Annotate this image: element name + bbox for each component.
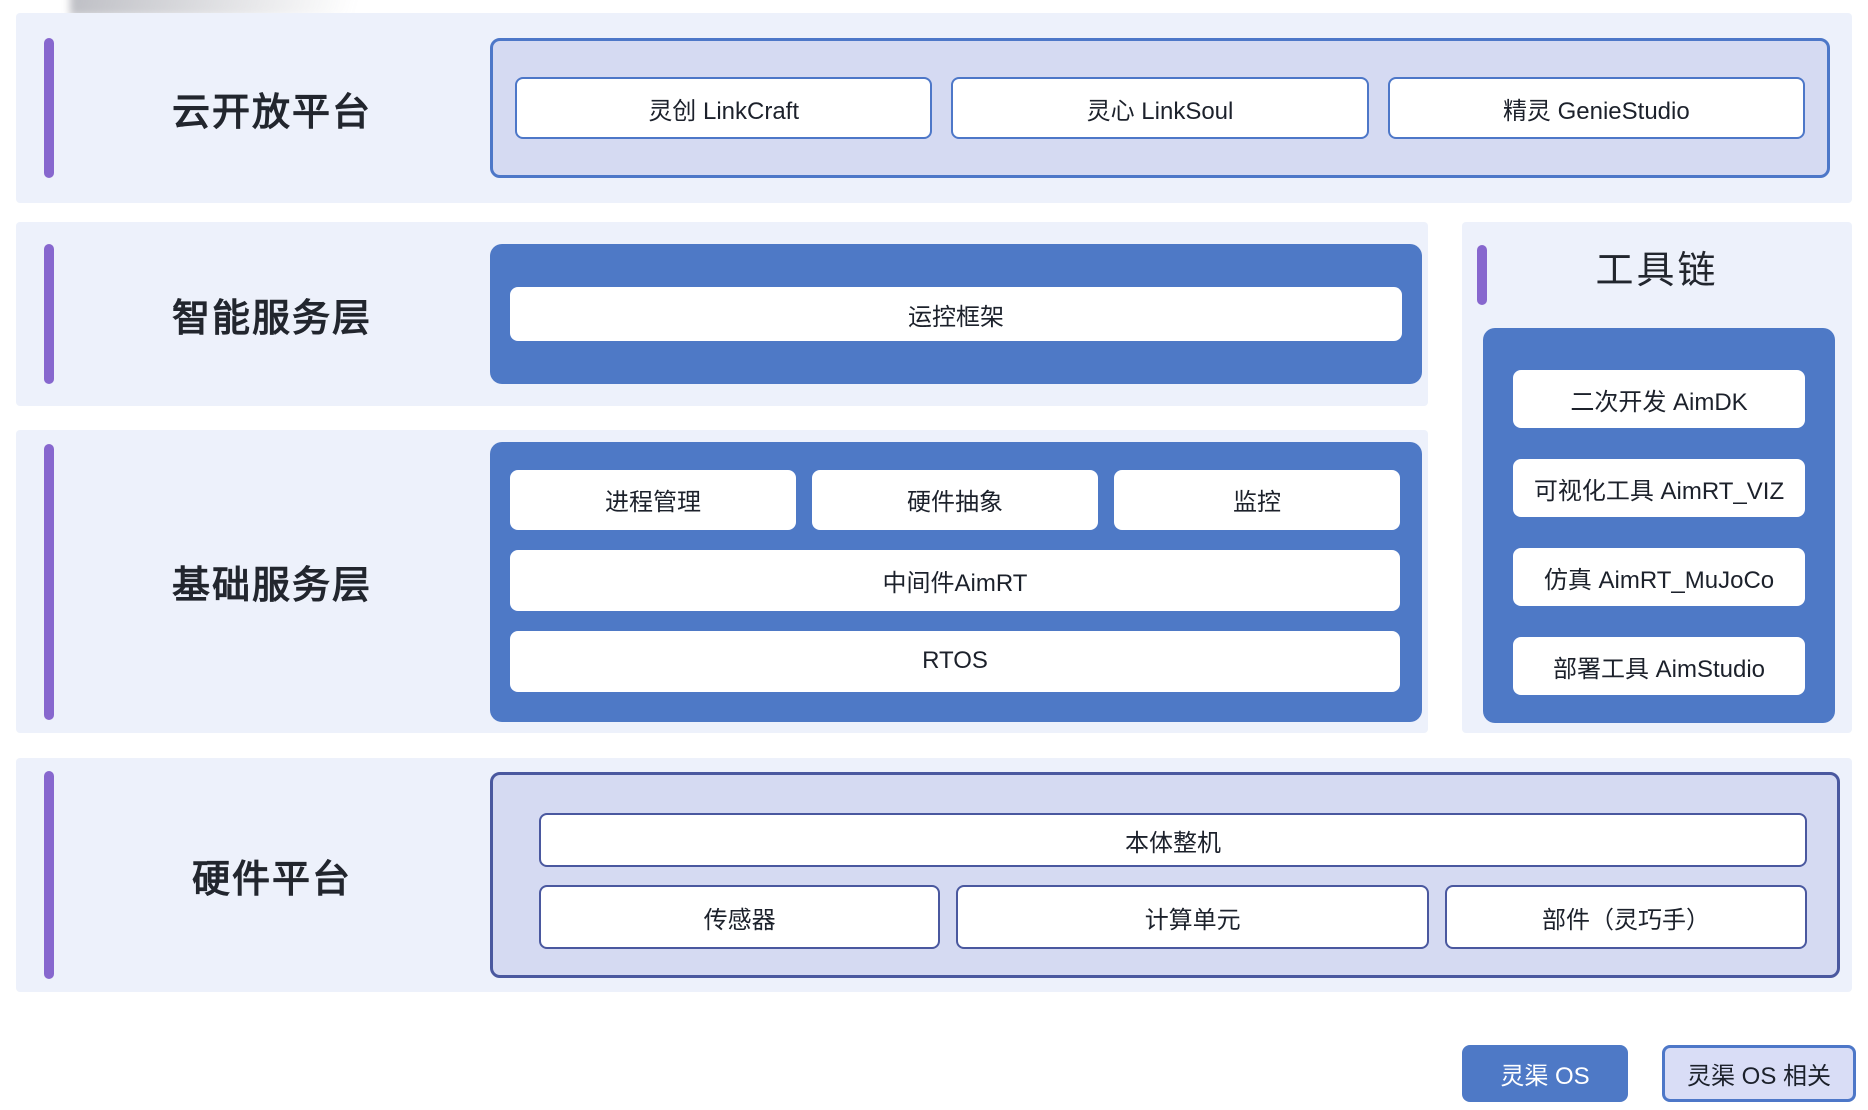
- diagram-box-aimrt-mujoco: 仿真 AimRT_MuJoCo: [1513, 548, 1805, 606]
- diagram-box-compute-unit: 计算单元: [956, 885, 1430, 949]
- basic-panel-top-row: 进程管理 硬件抽象 监控: [510, 469, 1400, 530]
- diagram-box-monitoring: 监控: [1114, 469, 1400, 530]
- section-title-intelligent: 智能服务层: [171, 297, 372, 340]
- diagram-box-linksoul: 灵心 LinkSoul: [951, 77, 1369, 139]
- section-toolchain: 工具链 二次开发 AimDK 可视化工具 AimRT_VIZ 仿真 AimRT_…: [1462, 222, 1852, 733]
- diagram-box-geniestudio: 精灵 GenieStudio: [1387, 77, 1805, 139]
- section-intelligent-service: 智能服务层 运控框架: [16, 222, 1428, 406]
- hardware-panel-bottom-row: 传感器 计算单元 部件（灵巧手）: [539, 885, 1807, 949]
- intelligent-panel: 运控框架: [490, 244, 1422, 384]
- toolchain-panel: 二次开发 AimDK 可视化工具 AimRT_VIZ 仿真 AimRT_MuJo…: [1483, 328, 1835, 723]
- section-cloud-platform: 云开放平台 灵创 LinkCraft 灵心 LinkSoul 精灵 GenieS…: [16, 13, 1852, 203]
- purple-accent-bar: [44, 244, 54, 384]
- diagram-box-linkcraft: 灵创 LinkCraft: [515, 77, 933, 139]
- basic-panel: 进程管理 硬件抽象 监控 中间件AimRT RTOS: [490, 441, 1422, 722]
- legend: 灵渠 OS 灵渠 OS 相关: [1462, 1045, 1856, 1102]
- diagram-box-components-dexterous-hand: 部件（灵巧手）: [1445, 885, 1807, 949]
- legend-chip-lingqu-os: 灵渠 OS: [1462, 1045, 1628, 1102]
- legend-chip-lingqu-os-related: 灵渠 OS 相关: [1662, 1045, 1856, 1102]
- toolchain-header: 工具链: [1462, 222, 1852, 310]
- section-title-basic: 基础服务层: [171, 565, 372, 607]
- purple-accent-bar: [44, 38, 54, 178]
- diagram-box-aimdk: 二次开发 AimDK: [1513, 370, 1805, 428]
- section-basic-service: 基础服务层 进程管理 硬件抽象 监控 中间件AimRT RTOS: [16, 430, 1428, 733]
- section-title-hardware: 硬件平台: [191, 858, 352, 901]
- diagram-box-process-management: 进程管理: [510, 469, 796, 530]
- section-label-column: 智能服务层: [54, 287, 490, 342]
- section-title-toolchain: 工具链: [1595, 249, 1719, 292]
- section-label-column: 基础服务层: [54, 554, 490, 609]
- diagram-box-robot-body: 本体整机: [539, 813, 1807, 867]
- cloud-panel: 灵创 LinkCraft 灵心 LinkSoul 精灵 GenieStudio: [490, 38, 1830, 178]
- diagram-box-aimstudio: 部署工具 AimStudio: [1513, 637, 1805, 695]
- diagram-box-middleware-aimrt: 中间件AimRT: [510, 549, 1400, 611]
- section-title-cloud: 云开放平台: [171, 91, 372, 134]
- section-label-column: 硬件平台: [54, 848, 490, 903]
- section-hardware-platform: 硬件平台 本体整机 传感器 计算单元 部件（灵巧手）: [16, 758, 1852, 992]
- hardware-panel: 本体整机 传感器 计算单元 部件（灵巧手）: [490, 772, 1840, 978]
- purple-accent-bar: [1477, 245, 1487, 305]
- diagram-box-rtos: RTOS: [510, 630, 1400, 692]
- diagram-box-sensors: 传感器: [539, 885, 941, 949]
- diagram-box-aimrt-viz: 可视化工具 AimRT_VIZ: [1513, 459, 1805, 517]
- diagram-box-motion-control-framework: 运控框架: [510, 287, 1402, 341]
- purple-accent-bar: [44, 771, 54, 979]
- purple-accent-bar: [44, 443, 54, 720]
- diagram-box-hardware-abstraction: 硬件抽象: [812, 469, 1098, 530]
- section-label-column: 云开放平台: [54, 81, 490, 136]
